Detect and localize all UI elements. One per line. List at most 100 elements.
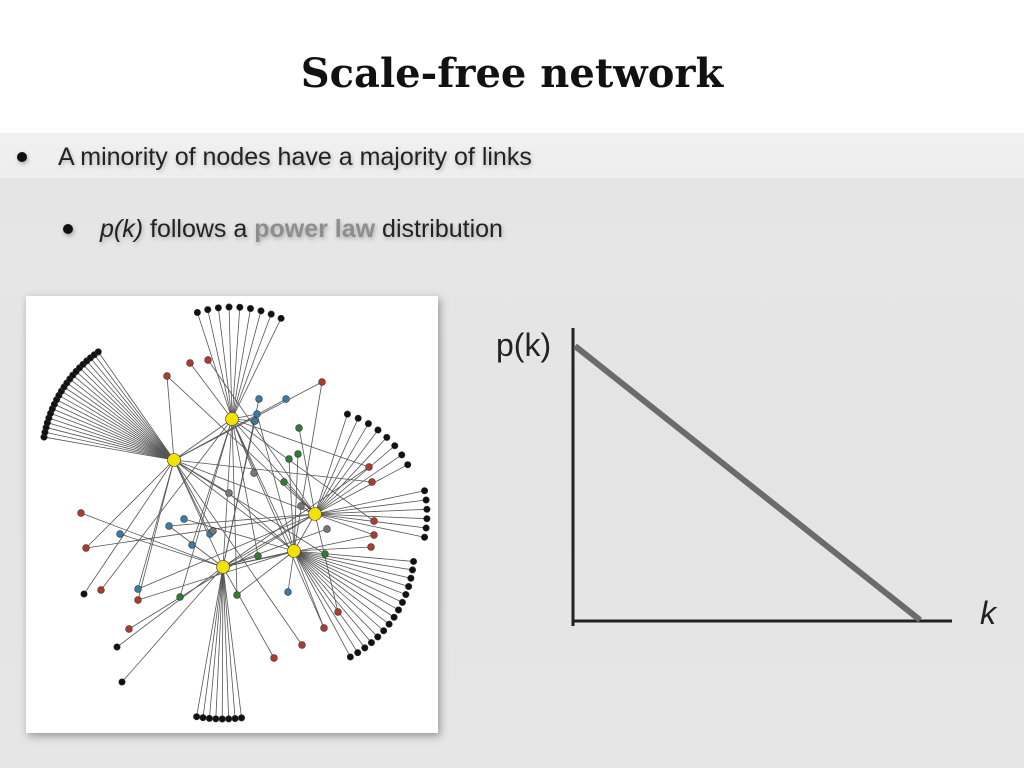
- network-node: [323, 525, 331, 533]
- network-edge: [293, 550, 399, 611]
- network-node: [370, 517, 378, 525]
- network-edge: [314, 464, 408, 515]
- network-node: [297, 502, 305, 510]
- network-edge: [93, 354, 175, 461]
- network-edge: [314, 490, 425, 515]
- network-edge: [222, 566, 275, 659]
- network-edge: [231, 307, 241, 420]
- network-edge: [231, 418, 295, 552]
- leaf-node: [343, 410, 351, 418]
- network-edge: [61, 390, 175, 461]
- leaf-node: [421, 487, 429, 495]
- network-edge: [168, 513, 316, 527]
- network-edge: [173, 418, 233, 461]
- network-edge: [52, 408, 175, 461]
- network-edge: [293, 550, 372, 643]
- network-edge: [293, 513, 316, 552]
- network-edge: [293, 550, 390, 625]
- network-node: [367, 543, 375, 551]
- bullet-text: distribution: [375, 215, 503, 243]
- network-edge: [63, 386, 175, 461]
- network-node: [251, 417, 259, 425]
- network-edge: [314, 513, 425, 538]
- network-edge: [231, 308, 251, 420]
- network-edge: [173, 459, 326, 555]
- network-node: [125, 625, 133, 633]
- network-node: [294, 450, 302, 458]
- network-edge: [228, 492, 295, 552]
- leaf-node: [422, 496, 430, 504]
- network-edge: [222, 566, 242, 718]
- network-edge: [58, 395, 175, 461]
- network-edge: [293, 550, 413, 571]
- network-node: [82, 544, 90, 552]
- network-edge: [222, 513, 316, 568]
- leaf-node: [361, 644, 369, 652]
- network-edge: [137, 459, 175, 601]
- network-node: [254, 552, 262, 560]
- network-edge: [86, 360, 175, 461]
- leaf-node: [374, 426, 382, 434]
- network-edge: [222, 420, 256, 568]
- network-node: [318, 378, 326, 386]
- leaf-node: [94, 348, 102, 356]
- leaf-node: [257, 307, 265, 315]
- network-edge: [231, 418, 316, 515]
- network-edge: [293, 550, 403, 603]
- network-node: [134, 585, 142, 593]
- network-edge: [183, 518, 295, 552]
- network-node: [370, 531, 378, 539]
- slide-title: Scale-free network: [300, 50, 724, 97]
- network-edge: [47, 422, 175, 461]
- leaf-node: [193, 308, 201, 316]
- network-edge: [293, 550, 351, 658]
- network-edge: [202, 566, 224, 718]
- network-node: [334, 608, 342, 616]
- network-node: [77, 509, 85, 517]
- network-node: [321, 550, 329, 558]
- network-edge: [137, 459, 175, 590]
- network-edge: [314, 454, 402, 515]
- network-node: [165, 522, 173, 530]
- network-edge: [121, 566, 224, 683]
- leaf-node: [214, 304, 222, 312]
- leaf-node: [391, 442, 399, 450]
- leaf-node: [398, 451, 406, 459]
- network-edge: [314, 414, 348, 515]
- leaf-node: [408, 566, 416, 574]
- network-node: [233, 591, 241, 599]
- leaf-node: [113, 643, 121, 651]
- network-edge: [97, 351, 175, 461]
- network-edge: [50, 412, 175, 461]
- bullet-level2: p(k) follows a power law distribution: [100, 215, 503, 244]
- leaf-node: [346, 653, 354, 661]
- network-edge: [45, 427, 175, 461]
- network-edge: [196, 566, 224, 717]
- network-edge: [173, 459, 316, 515]
- leaf-node: [367, 639, 375, 647]
- network-edge: [85, 459, 175, 549]
- network-edge: [207, 359, 316, 515]
- network-edge: [56, 399, 175, 461]
- leaf-node: [246, 305, 254, 313]
- network-edge: [173, 398, 287, 461]
- network-edge: [231, 310, 262, 420]
- network-edge: [173, 459, 303, 646]
- leaf-node: [405, 583, 413, 591]
- network-edge: [293, 550, 414, 562]
- network-edge: [222, 528, 328, 568]
- bullet-dot: [63, 224, 73, 234]
- network-edge: [231, 418, 325, 629]
- leaf-node: [236, 303, 244, 311]
- network-node: [320, 624, 328, 632]
- network-edge: [215, 566, 224, 719]
- network-edge: [293, 550, 325, 629]
- leaf-node: [364, 420, 372, 428]
- network-edge: [75, 371, 175, 461]
- leaf-node: [407, 574, 415, 582]
- network-edge: [314, 513, 339, 613]
- leaf-node: [267, 310, 275, 318]
- slide-content: A minority of nodes have a majority of l…: [0, 133, 1024, 768]
- network-edge: [173, 459, 373, 483]
- leaf-node: [422, 524, 430, 532]
